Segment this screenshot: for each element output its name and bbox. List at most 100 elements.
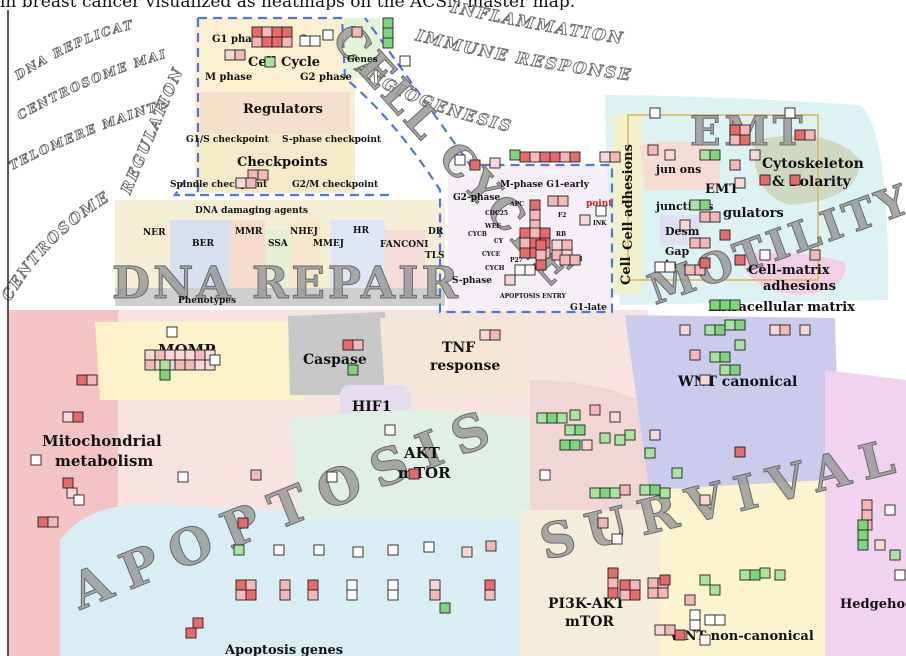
heatmap-cell [144, 359, 156, 371]
heatmap-cell [699, 149, 711, 161]
heatmap-cell [307, 589, 319, 601]
heatmap-cell [184, 349, 196, 361]
heatmap-cell [279, 579, 291, 591]
heatmap-cell [184, 359, 196, 371]
label-cell-matrix-l2: adhesions [763, 279, 836, 294]
heatmap-cell [261, 26, 273, 38]
heatmap-cell [649, 429, 661, 441]
heatmap-cell [524, 264, 536, 276]
heatmap-cell [657, 587, 669, 599]
heatmap-cell [174, 359, 186, 371]
heatmap-cell [857, 529, 869, 541]
emt-dashed-outline [627, 114, 819, 281]
heatmap-cell [709, 351, 721, 363]
heatmap-cell [549, 151, 561, 163]
heatmap-cell [719, 229, 731, 241]
heatmap-cell [699, 374, 711, 386]
label-phenotypes: Phenotypes [178, 296, 236, 306]
heatmap-cell [734, 446, 746, 458]
label-cyce: CYCE [482, 251, 501, 258]
label-f2: F2 [558, 212, 566, 219]
heatmap-cell [684, 264, 696, 276]
label-cell-adhesions-side: Cell [619, 256, 634, 285]
heatmap-cell [619, 484, 631, 496]
heatmap-cell [346, 589, 358, 601]
heatmap-cell [599, 487, 611, 499]
heatmap-cell [734, 319, 746, 331]
heatmap-cell [233, 544, 245, 556]
label-apoptosis-entry: APOPTOSIS ENTRY [499, 293, 566, 300]
heatmap-cell [729, 299, 741, 311]
heatmap-cell [529, 151, 541, 163]
label-ssa: SSA [268, 239, 289, 249]
heatmap-cell [408, 468, 420, 480]
heatmap-cell [857, 539, 869, 551]
heatmap-cell [504, 274, 516, 286]
heatmap-cell [609, 487, 621, 499]
heatmap-cell [569, 254, 581, 266]
heatmap-cell [609, 151, 621, 163]
heatmap-cell [699, 237, 711, 249]
heatmap-cell [709, 211, 721, 223]
label-gap-junctions-l1: Gap [665, 245, 690, 258]
label-akt-l2: mTOR [398, 464, 451, 482]
label-p27: P27 [510, 257, 523, 264]
heatmap-cell [519, 237, 531, 249]
label-g1-late: G1-late [570, 303, 607, 313]
label-akt-l1: AKT [403, 444, 441, 462]
label-dna-damaging-agents: DNA damaging agents [195, 206, 308, 216]
heatmap-cell [423, 541, 435, 553]
label-pi3k-l1: PI3K-AKT [548, 596, 626, 612]
heatmap-cell [647, 144, 659, 156]
heatmap-cell [647, 577, 659, 589]
heatmap-cell [739, 134, 751, 146]
heatmap-cell [235, 579, 247, 591]
label-cell-matrix-l1: Cell-matrix [748, 263, 830, 278]
heatmap-cell [734, 254, 746, 266]
heatmap-cell [535, 249, 547, 261]
label-mmr: MMR [235, 227, 263, 237]
heatmap-cell [569, 151, 581, 163]
heatmap-cell [30, 454, 42, 466]
region-cytoskeleton [754, 135, 860, 205]
heatmap-cell [489, 157, 501, 169]
heatmap-cell [654, 624, 666, 636]
heatmap-cell [73, 494, 85, 506]
label-cych: CYCH [485, 265, 505, 272]
heatmap-cell [699, 257, 711, 269]
heatmap-cell [479, 329, 491, 341]
heatmap-cell [539, 151, 551, 163]
label-tnf-l2: response [430, 358, 500, 374]
heatmap-cell [589, 404, 601, 416]
heatmap-cell [861, 509, 873, 521]
label-ner: NER [143, 228, 166, 238]
heatmap-cell [387, 544, 399, 556]
region-cell-matrix [740, 252, 846, 295]
label-s-phase-small: S-phase [452, 276, 492, 286]
heatmap-cell [469, 159, 481, 171]
heatmap-cell [209, 354, 221, 366]
heatmap-cell [387, 579, 399, 591]
label-mitochondrial-l2: metabolism [55, 452, 153, 470]
heatmap-cell [235, 177, 247, 189]
label-wnt-noncanonical: WNT non-canonical [669, 629, 814, 644]
label-g2-phase-small: G2-phase [453, 193, 500, 203]
heatmap-cell [245, 177, 257, 189]
heatmap-cell [759, 174, 771, 186]
heatmap-cell [279, 589, 291, 601]
heatmap-cell [177, 471, 189, 483]
heatmap-cell [47, 516, 59, 528]
heatmap-cell [194, 359, 206, 371]
heatmap-cell [547, 195, 559, 207]
heatmap-squares [30, 17, 906, 646]
heatmap-cell [647, 587, 659, 599]
region-regulators [200, 92, 350, 134]
heatmap-cell [759, 249, 771, 261]
label-desmosomes: Desm [665, 225, 700, 238]
heatmap-cell [307, 579, 319, 591]
heatmap-cell [609, 411, 621, 423]
heatmap-cell [784, 107, 796, 119]
label-g2-phase: G2 phase [300, 72, 352, 83]
label-g1s-checkpoint: G1/S checkpoint [186, 135, 270, 145]
